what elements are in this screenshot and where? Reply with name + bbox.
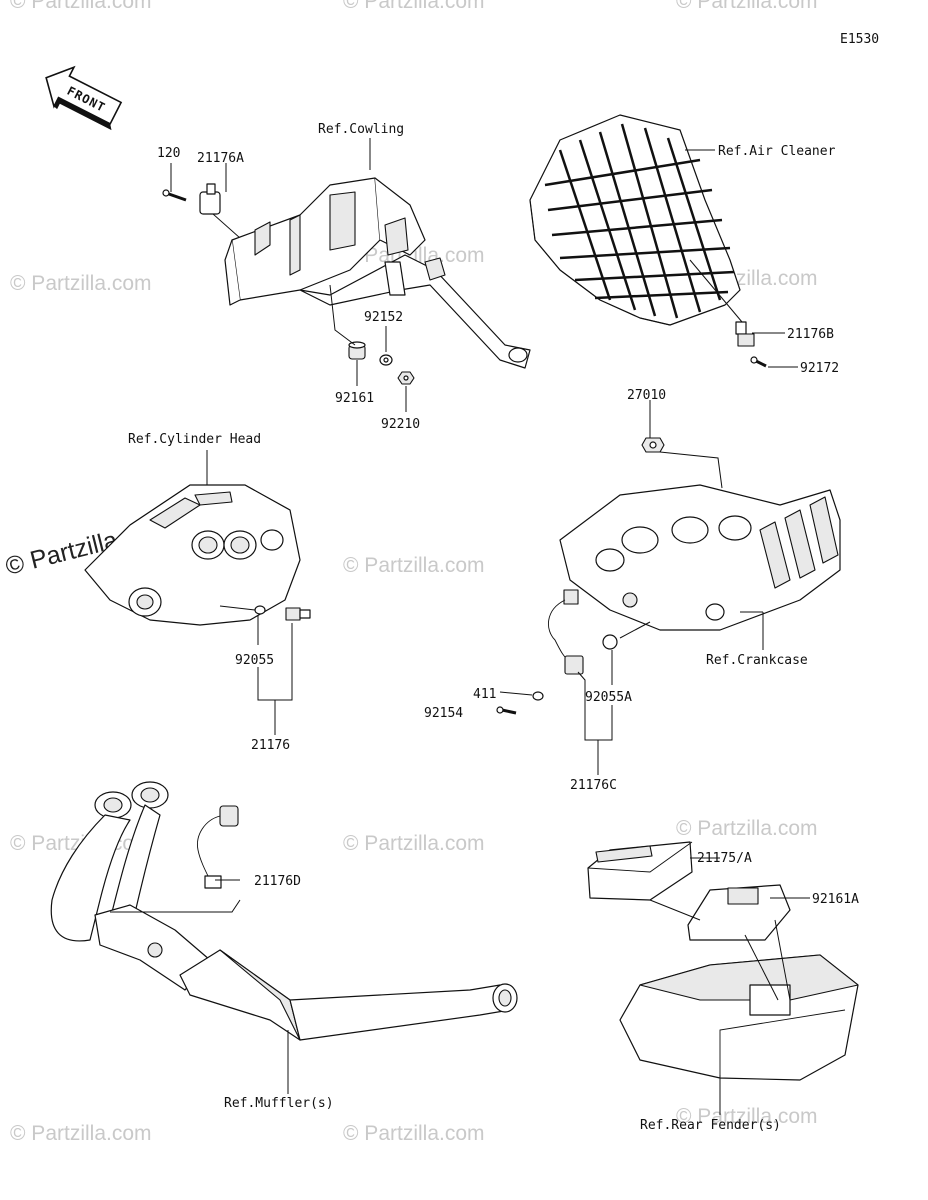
bolt-92154-icon [496, 706, 517, 715]
label-92161a: 92161A [812, 892, 859, 907]
watermark-text: © Partzilla.com [10, 272, 152, 295]
cylinder-head-drawing [84, 450, 311, 735]
label-92055: 92055 [235, 653, 274, 668]
label-ref-mufflers: Ref.Muffler(s) [224, 1096, 334, 1111]
label-ref-air-cleaner: Ref.Air Cleaner [718, 144, 836, 159]
watermark-text: © Partzilla.com [676, 1105, 818, 1128]
watermark-text: © Partzilla.com [676, 0, 818, 13]
label-92210: 92210 [381, 417, 420, 432]
watermark-text: © Partzilla.com [10, 1122, 152, 1145]
front-arrow-icon: FRONT [45, 65, 123, 131]
label-92152: 92152 [364, 310, 403, 325]
label-92055a: 92055A [585, 690, 632, 705]
crankcase-drawing [496, 400, 841, 775]
holder-92161a-icon [687, 884, 791, 941]
ecu-21175a-icon [587, 841, 693, 901]
label-ref-crankcase: Ref.Crankcase [706, 653, 808, 668]
screw-92172-icon [750, 356, 767, 368]
sensor-21176c-icon [548, 589, 584, 675]
watermark-text: © Partzilla.com [343, 0, 485, 13]
exhaust-drawing [50, 781, 518, 1094]
rear-fender-drawing [587, 841, 859, 1115]
label-92161: 92161 [335, 391, 374, 406]
air-cleaner-drawing [529, 114, 798, 368]
watermark-text: © Partzilla.com [343, 244, 485, 267]
sensor-21176a-icon [199, 183, 241, 239]
label-21176a: 21176A [197, 151, 244, 166]
label-21176b: 21176B [787, 327, 834, 342]
washer-92055-icon [254, 605, 266, 615]
washer-411-icon [532, 691, 544, 701]
watermark-text: © Partzilla.com [10, 0, 152, 13]
label-411: 411 [473, 687, 496, 702]
plug-27010-icon [641, 437, 665, 453]
nut-92210-icon [397, 371, 415, 385]
label-ref-cowling: Ref.Cowling [318, 122, 404, 137]
sensor-21176b-icon [735, 321, 755, 347]
sensor-21176-icon [285, 607, 311, 621]
label-92154: 92154 [424, 706, 463, 721]
label-ref-rear-fender: Ref.Rear Fender(s) [640, 1118, 781, 1133]
collar-92152-icon [379, 354, 393, 366]
label-92172: 92172 [800, 361, 839, 376]
label-ref-cylinder-head: Ref.Cylinder Head [128, 432, 261, 447]
label-27010: 27010 [627, 388, 666, 403]
watermark-text: © Partzilla.com [343, 1122, 485, 1145]
cowling-bracket-drawing [162, 138, 531, 412]
o2-sensor-21176d-icon [197, 805, 239, 889]
watermark-text: © Partzilla.com [676, 817, 818, 840]
label-120: 120 [157, 146, 180, 161]
label-21175a: 21175/A [697, 851, 752, 866]
oring-92055a-icon [602, 634, 618, 650]
label-21176c: 21176C [570, 778, 617, 793]
label-21176d: 21176D [254, 874, 301, 889]
bolt-120-icon [162, 189, 187, 202]
watermark-text: © Partzilla.com [343, 832, 485, 855]
watermark-text: © Partzilla.com [343, 554, 485, 577]
label-21176: 21176 [251, 738, 290, 753]
diagram-code: E1530 [840, 32, 879, 47]
grommet-92161-icon [348, 341, 366, 360]
